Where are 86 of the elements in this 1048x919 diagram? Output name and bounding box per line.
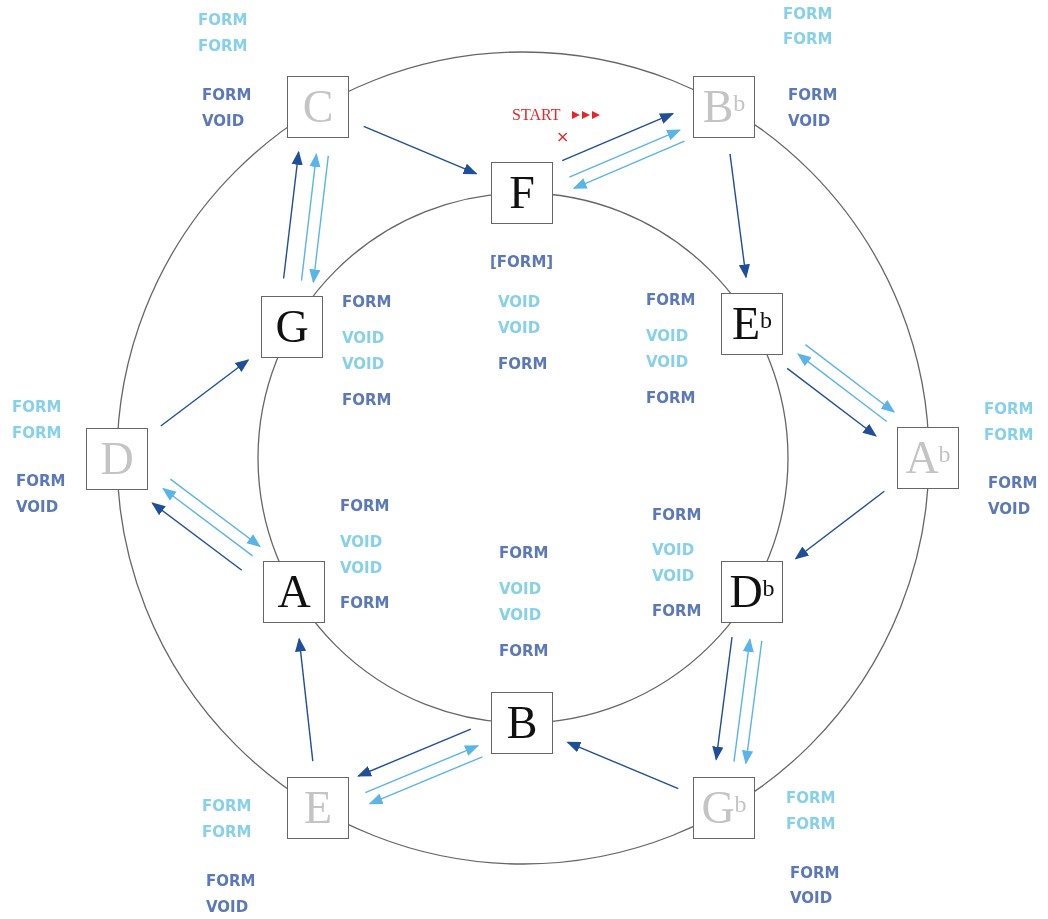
state-label: VOID xyxy=(16,500,59,515)
arrow xyxy=(733,638,754,763)
arrow xyxy=(729,153,750,279)
arrow xyxy=(368,756,484,805)
state-label: FORM xyxy=(202,825,252,840)
arrow xyxy=(741,640,763,765)
arrow xyxy=(572,140,686,189)
state-label: FORM xyxy=(988,476,1038,491)
state-label: VOID xyxy=(790,891,833,906)
state-label: VOID xyxy=(646,329,689,344)
arrow xyxy=(786,367,877,437)
state-label: VOID xyxy=(340,535,383,550)
state-label: FORM xyxy=(652,508,702,523)
state-label: FORM xyxy=(786,791,836,806)
note-box: G xyxy=(261,296,323,358)
start-label: START xyxy=(512,107,561,123)
arrow xyxy=(300,153,321,282)
arrow xyxy=(363,125,478,175)
note-box: D xyxy=(86,428,148,490)
arrow xyxy=(566,741,679,790)
arrow xyxy=(568,129,682,178)
state-label: VOID xyxy=(340,561,383,576)
state-label: FORM xyxy=(646,293,696,308)
state-label: FORM xyxy=(783,32,833,47)
note-box: G$^{b}$ xyxy=(693,777,755,839)
state-label: FORM xyxy=(984,428,1034,443)
arrow xyxy=(295,637,314,762)
arrow xyxy=(794,490,885,560)
state-label: FORM xyxy=(202,88,252,103)
note-box: F xyxy=(491,162,553,224)
state-label: FORM xyxy=(786,817,836,832)
arrow xyxy=(160,359,250,427)
state-label: FORM xyxy=(198,13,248,28)
state-label: FORM xyxy=(646,391,696,406)
note-box: C xyxy=(287,76,349,138)
state-label: FORM xyxy=(498,357,548,372)
state-label: FORM xyxy=(342,295,392,310)
state-label: FORM xyxy=(340,596,390,611)
state-label: FORM xyxy=(984,402,1034,417)
state-label: VOID xyxy=(342,331,385,346)
state-label: VOID xyxy=(342,357,385,372)
arrow xyxy=(804,343,896,413)
state-label: FORM xyxy=(499,546,549,561)
state-label: [FORM] xyxy=(490,255,554,270)
cross-mark: × xyxy=(556,129,570,145)
arrow xyxy=(357,728,472,777)
state-label: FORM xyxy=(342,393,392,408)
state-label: FORM xyxy=(499,644,549,659)
state-label: FORM xyxy=(202,799,252,814)
note-box: E$^{b}$ xyxy=(721,293,783,355)
arrow xyxy=(364,745,480,794)
note-box: A xyxy=(263,561,325,623)
arrow xyxy=(151,502,243,571)
state-label: FORM xyxy=(340,499,390,514)
arrow xyxy=(309,155,329,284)
state-label: FORM xyxy=(12,400,62,415)
arrow xyxy=(282,150,303,280)
state-label: VOID xyxy=(646,355,689,370)
note-box: D$^{b}$ xyxy=(721,561,783,623)
arrow xyxy=(162,487,254,557)
state-label: VOID xyxy=(202,114,245,129)
state-label: FORM xyxy=(788,88,838,103)
state-label: FORM xyxy=(16,474,66,489)
note-box: E xyxy=(287,777,349,839)
state-label: VOID xyxy=(498,321,541,336)
state-label: VOID xyxy=(652,569,695,584)
state-label: VOID xyxy=(206,900,249,915)
note-box: B$^{b}$ xyxy=(693,76,755,138)
note-box: B xyxy=(491,692,553,754)
state-label: FORM xyxy=(790,866,840,881)
arrow xyxy=(561,112,675,162)
state-label: VOID xyxy=(652,543,695,558)
state-label: VOID xyxy=(988,502,1031,517)
state-label: VOID xyxy=(498,295,541,310)
state-label: FORM xyxy=(652,604,702,619)
state-label: FORM xyxy=(206,874,256,889)
arrow xyxy=(797,353,888,423)
state-label: FORM xyxy=(12,426,62,441)
state-label: VOID xyxy=(788,114,831,129)
state-label: VOID xyxy=(499,608,542,623)
note-box: A$^{b}$ xyxy=(897,427,959,489)
arrow xyxy=(169,478,261,548)
arrow xyxy=(712,636,733,761)
state-label: FORM xyxy=(783,7,833,22)
state-label: VOID xyxy=(499,582,542,597)
state-label: FORM xyxy=(198,39,248,54)
